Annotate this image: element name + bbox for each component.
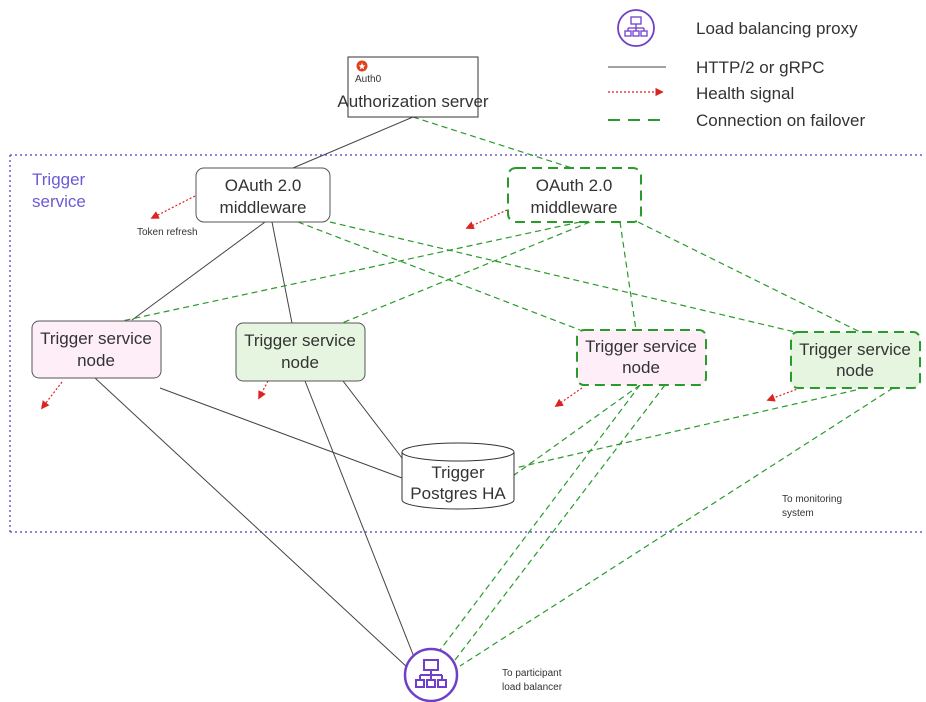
monitoring-line2: system [782, 508, 814, 519]
node-2-line2: node [281, 353, 319, 372]
health-signal-oauth2 [465, 209, 508, 230]
oauth-primary-line2: middleware [220, 198, 307, 217]
oauth-failover-line2: middleware [531, 198, 618, 217]
oauth-primary-line1: OAuth 2.0 [225, 176, 302, 195]
health-signals [40, 195, 801, 410]
postgres-database: Trigger Postgres HA [401, 442, 515, 510]
node2-to-postgres-link [342, 380, 403, 459]
node-2-line1: Trigger service [244, 331, 356, 350]
node1-to-postgres-link [159, 387, 403, 479]
region-label-line2: service [32, 192, 86, 211]
legend-proxy-label: Load balancing proxy [696, 19, 858, 38]
authorization-server: Auth0 Authorization server [337, 56, 489, 118]
health-signal-node4 [766, 387, 801, 402]
trigger-service-node-2: Trigger service node [235, 322, 366, 382]
node-4-line1: Trigger service [799, 340, 911, 359]
participant-line2: load balancer [502, 682, 563, 693]
legend-failover-label: Connection on failover [696, 111, 866, 130]
node1-to-proxy-link [94, 377, 409, 669]
oauth-middleware-failover: OAuth 2.0 middleware [507, 167, 642, 223]
oauth-middleware-primary: OAuth 2.0 middleware [195, 167, 331, 223]
health-signal-node2 [258, 380, 269, 400]
token-refresh-label: Token refresh [137, 227, 198, 238]
oauth2-to-node1-failover [121, 221, 581, 322]
node-4-line2: node [836, 361, 874, 380]
auth0-logo-icon [356, 60, 368, 72]
node2-to-proxy-link [304, 380, 417, 663]
trigger-service-region [9, 154, 922, 533]
legend-health-label: Health signal [696, 84, 794, 103]
node4-to-proxy-failover [459, 387, 894, 667]
health-signal-oauth1 [150, 195, 196, 219]
http-connections [94, 116, 417, 669]
authorization-server-label: Authorization server [337, 92, 489, 111]
oauth2-to-node2-failover [341, 221, 591, 324]
region-label-line1: Trigger [32, 170, 86, 189]
auth-to-oauth2-failover [412, 116, 573, 169]
failover-connections [121, 116, 894, 667]
node-3-line2: node [622, 358, 660, 377]
health-signal-node1 [40, 381, 63, 410]
legend-http-label: HTTP/2 or gRPC [696, 58, 824, 77]
participant-line1: To participant [502, 668, 562, 679]
oauth-to-node2-link [271, 221, 293, 324]
node-1-line2: node [77, 351, 115, 370]
node3-to-postgres-failover [509, 384, 641, 479]
oauth-to-node1-link [131, 221, 266, 321]
legend: Load balancing proxy HTTP/2 or gRPC Heal… [608, 9, 866, 130]
node-1-line1: Trigger service [40, 329, 152, 348]
load-balancer-proxy-icon [403, 647, 459, 702]
node3b-to-proxy-failover [433, 384, 641, 659]
postgres-line1: Trigger [431, 463, 485, 482]
trigger-service-node-1: Trigger service node [31, 320, 162, 379]
postgres-line2: Postgres HA [410, 484, 506, 503]
oauth1-to-node4-failover [329, 221, 796, 333]
node-3-line1: Trigger service [585, 337, 697, 356]
oauth2-to-node4-failover [637, 221, 861, 333]
monitoring-line1: To monitoring [782, 494, 842, 505]
oauth-failover-line1: OAuth 2.0 [536, 176, 613, 195]
node4-to-postgres-failover [514, 389, 857, 469]
auth0-logo-text: Auth0 [355, 74, 382, 85]
oauth2-to-node3-failover [619, 221, 637, 331]
oauth1-to-node3-failover [297, 221, 581, 331]
trigger-service-node-3: Trigger service node [576, 329, 707, 386]
auth-to-oauth-link [292, 116, 414, 169]
health-signal-node3 [554, 387, 583, 407]
node3-to-proxy-failover [454, 384, 666, 661]
trigger-service-node-4: Trigger service node [790, 331, 921, 389]
